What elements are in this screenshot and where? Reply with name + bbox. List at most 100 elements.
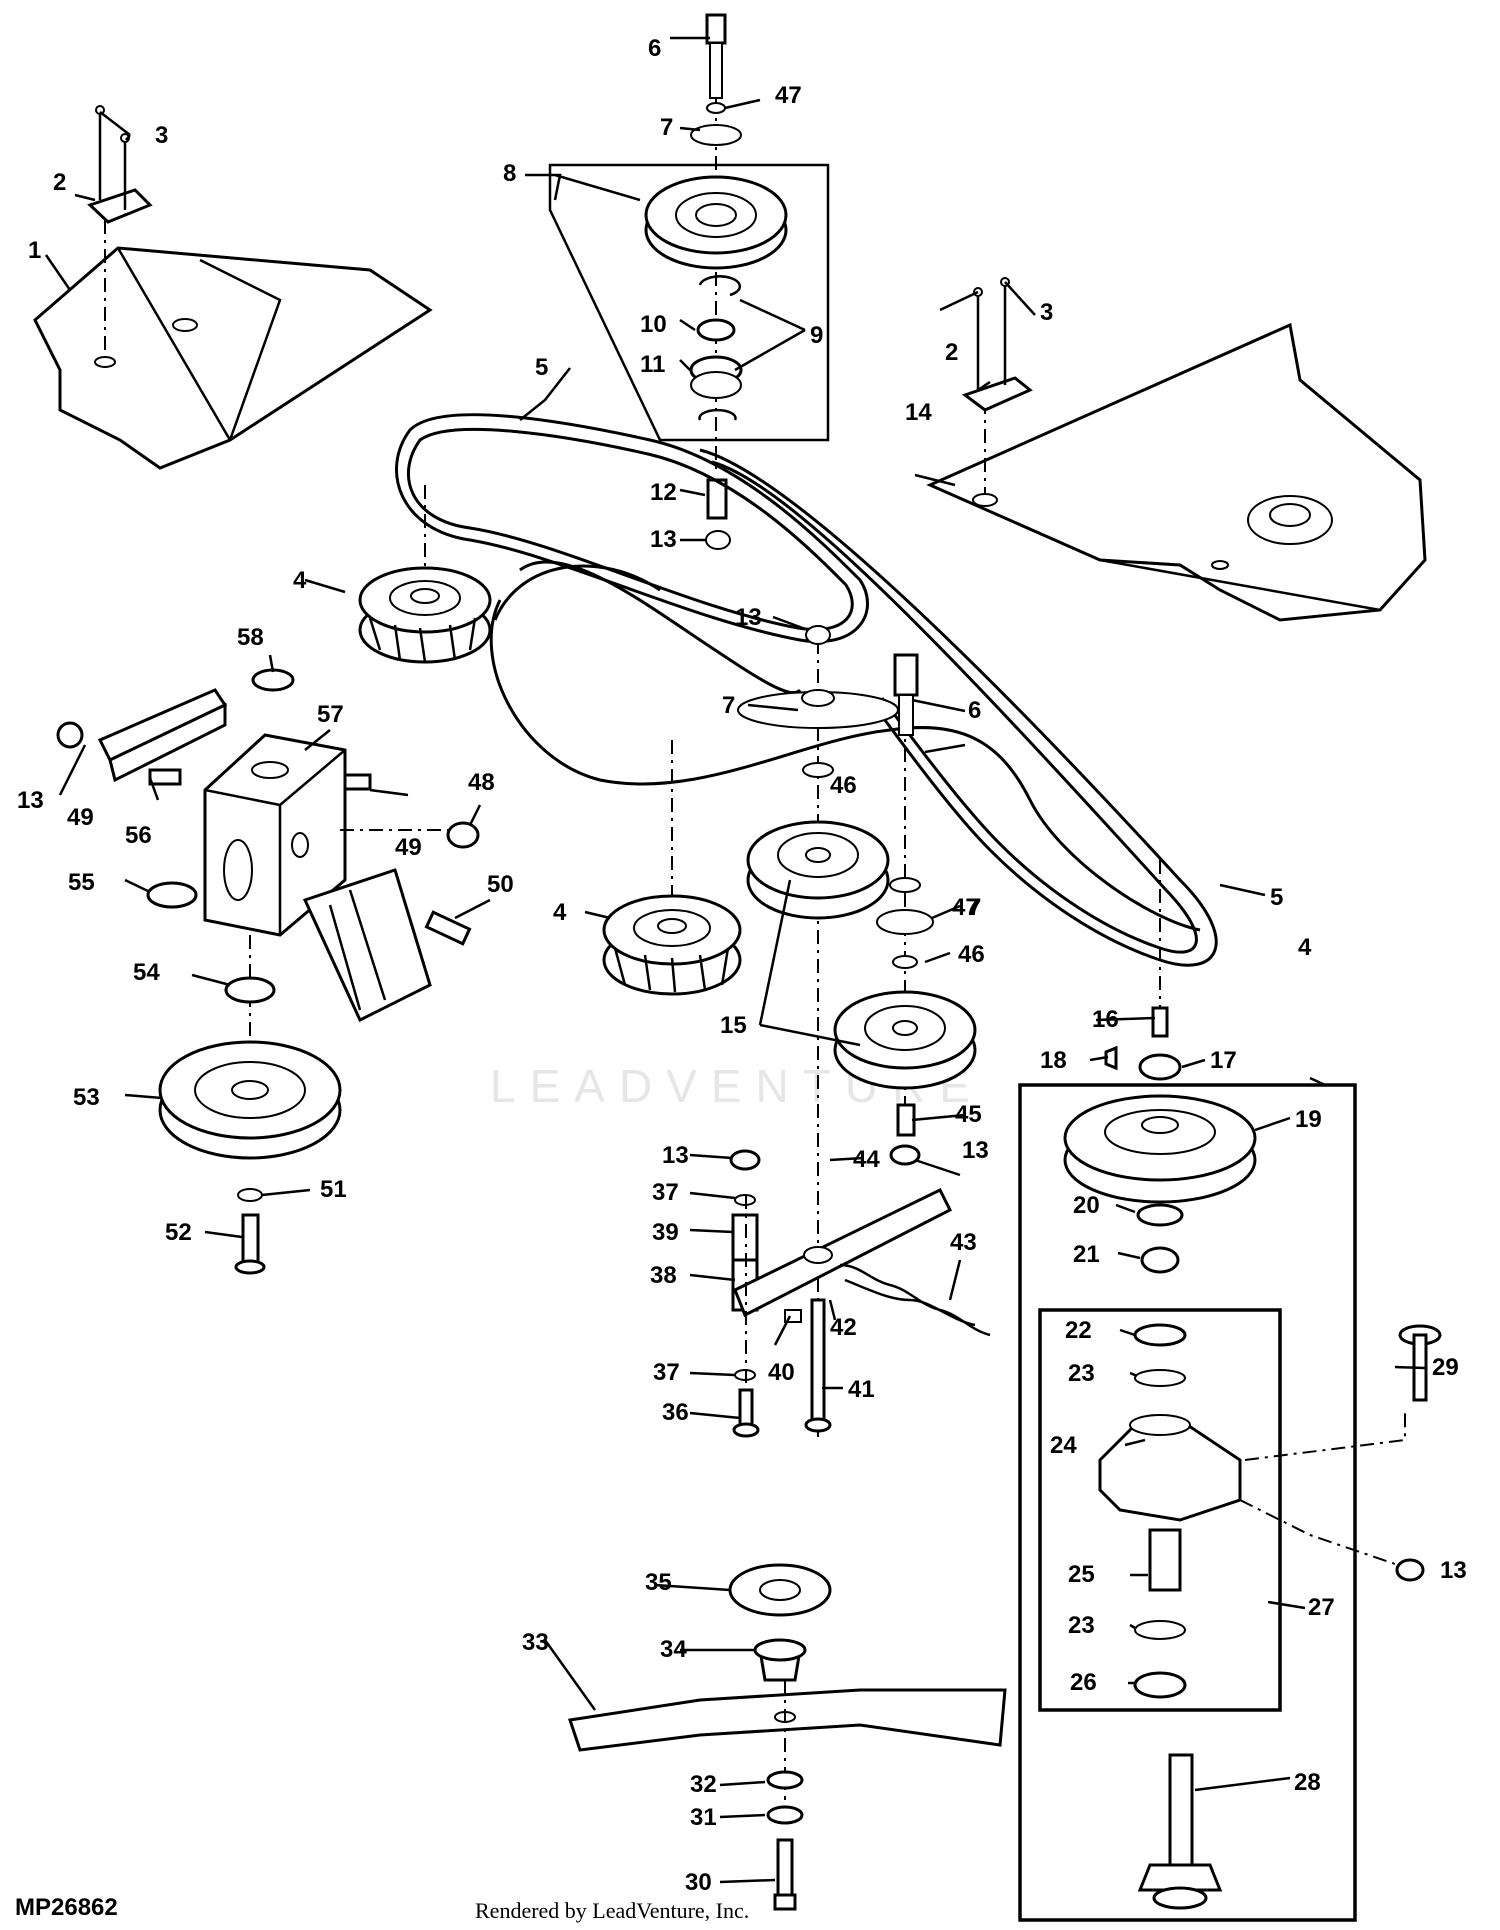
callout-50: 50 (487, 871, 514, 898)
callout-6-mid: 6 (968, 697, 981, 724)
callout-33: 33 (522, 1629, 549, 1656)
callout-17: 17 (1210, 1047, 1237, 1074)
callout-2-right: 2 (945, 339, 958, 366)
blade-assembly (568, 1563, 1007, 1911)
callout-6-top: 6 (648, 35, 661, 62)
callout-43: 43 (950, 1229, 977, 1256)
callout-20: 20 (1073, 1192, 1100, 1219)
callout-14: 14 (905, 399, 932, 426)
callout-34: 34 (660, 1636, 687, 1663)
callout-47-mid: 47 (952, 894, 979, 921)
callout-40: 40 (768, 1359, 795, 1386)
callout-4-upper: 4 (293, 567, 307, 594)
callout-32: 32 (690, 1771, 717, 1798)
callout-46-top: 46 (830, 772, 857, 799)
callout-25: 25 (1068, 1561, 1095, 1588)
callout-42: 42 (830, 1314, 857, 1341)
callout-49-left: 49 (67, 804, 94, 831)
callout-41: 41 (848, 1376, 875, 1403)
callout-13-arm: 13 (662, 1142, 689, 1169)
carriage-bolt-29 (1244, 1324, 1442, 1461)
callout-15: 15 (720, 1012, 747, 1039)
spindle-assembly-box (1018, 1083, 1357, 1922)
callout-30: 30 (685, 1869, 712, 1896)
gearbox-bracket-bottom (302, 868, 472, 1023)
callout-21: 21 (1073, 1241, 1100, 1268)
callout-9: 9 (810, 322, 823, 349)
spindle-pulley-upper-left (358, 485, 492, 664)
callout-49-right: 49 (395, 834, 422, 861)
callout-5-right: 5 (1270, 884, 1283, 911)
callout-8: 8 (503, 160, 516, 187)
callout-39: 39 (652, 1219, 679, 1246)
callout-4-lower: 4 (553, 899, 567, 926)
callout-2-left: 2 (53, 169, 66, 196)
callout-5-top: 5 (535, 354, 548, 381)
callout-57: 57 (317, 701, 344, 728)
callout-13-idler: 13 (650, 526, 677, 553)
callout-23-top: 23 (1068, 1360, 1095, 1387)
gearbox-pulley (158, 976, 342, 1275)
callout-1: 1 (28, 237, 41, 264)
callout-11: 11 (640, 351, 665, 378)
callout-13-gearbox: 13 (17, 787, 44, 814)
callout-12: 12 (650, 479, 677, 506)
callout-13-spindle: 13 (1440, 1557, 1467, 1584)
callout-45: 45 (955, 1101, 982, 1128)
right-deck-shield (926, 322, 1427, 622)
callout-52: 52 (165, 1219, 192, 1246)
callout-7-right: 7 (968, 894, 981, 921)
callout-7-top: 7 (660, 114, 673, 141)
callout-18: 18 (1040, 1047, 1067, 1074)
callout-36: 36 (662, 1399, 689, 1426)
callout-22: 22 (1065, 1317, 1092, 1344)
callout-13-mid: 13 (735, 604, 762, 631)
callout-37-top: 37 (652, 1179, 679, 1206)
callout-56: 56 (125, 822, 152, 849)
callout-55: 55 (68, 869, 95, 896)
right-shield-bracket (961, 277, 1033, 412)
tensioner-arm-assembly (729, 1103, 991, 1438)
callout-3-left: 3 (155, 122, 168, 149)
callout-51: 51 (320, 1176, 347, 1203)
left-shield-bracket (87, 105, 153, 224)
callout-29: 29 (1432, 1354, 1459, 1381)
callout-3-right: 3 (1040, 299, 1053, 326)
left-deck-shield (33, 220, 433, 470)
callout-54: 54 (133, 959, 160, 986)
gearbox-bracket-top (56, 688, 228, 786)
callout-28: 28 (1294, 1769, 1321, 1796)
callout-16: 16 (1092, 1006, 1119, 1033)
callout-53: 53 (73, 1084, 100, 1111)
callout-31: 31 (690, 1804, 717, 1831)
callout-38: 38 (650, 1262, 677, 1289)
callout-23-bottom: 23 (1068, 1612, 1095, 1639)
callout-4-box: 4 (1298, 934, 1312, 961)
drive-belt (395, 413, 1218, 967)
callout-24: 24 (1050, 1432, 1077, 1459)
callout-37-bottom: 37 (653, 1359, 680, 1386)
callout-47-top: 47 (775, 82, 802, 109)
callout-19: 19 (1295, 1106, 1322, 1133)
figure-code: MP26862 (15, 1894, 118, 1921)
gearbox-fittings (146, 668, 480, 909)
callout-13-tensioner: 13 (962, 1137, 989, 1164)
callout-10: 10 (640, 311, 667, 338)
leader-lines (44, 36, 1426, 1884)
center-idler-pulleys (737, 625, 977, 1440)
idler-pulley-top (644, 13, 788, 550)
callout-46-mid: 46 (958, 941, 985, 968)
credit-text: Rendered by LeadVenture, Inc. (475, 1898, 749, 1923)
callout-7-mid: 7 (722, 692, 735, 719)
callout-48: 48 (468, 769, 495, 796)
callout-26: 26 (1070, 1669, 1097, 1696)
secondary-belt (489, 560, 1201, 932)
part-callouts: 1 2 3 2 3 14 6 47 7 8 9 10 11 12 13 5 5 … (17, 35, 1467, 1896)
spindle-pulley-lower-left (602, 740, 742, 996)
callout-44: 44 (853, 1146, 880, 1173)
callout-35: 35 (645, 1569, 672, 1596)
spindle-hex-nut-13 (1239, 1499, 1425, 1582)
gearbox-assembly (203, 733, 372, 1095)
idler-assembly-box (548, 163, 830, 442)
